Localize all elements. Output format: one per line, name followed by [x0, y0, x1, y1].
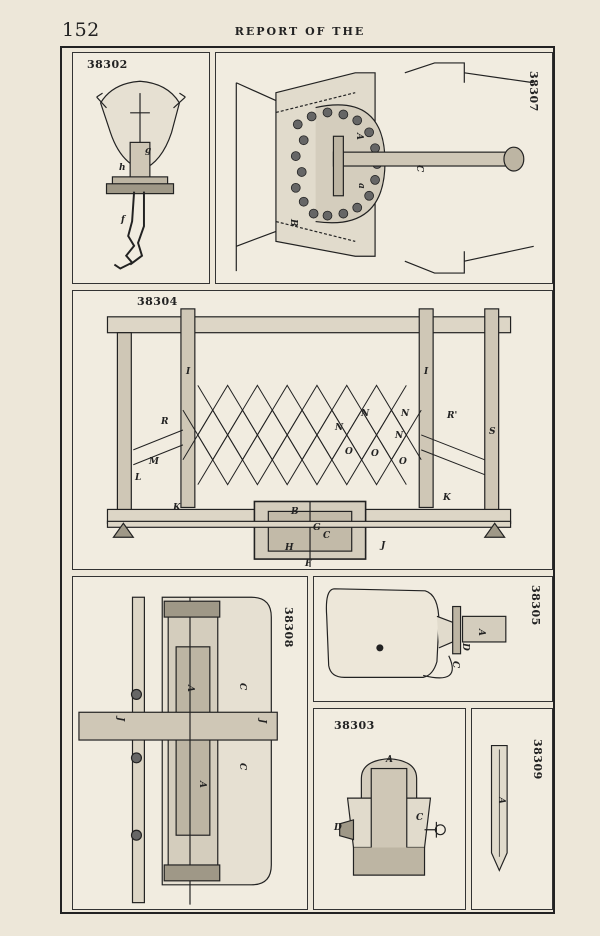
figure-38304-label-B: B — [291, 507, 299, 517]
figure-38304-label-H: H — [285, 543, 294, 553]
figure-38304-label-S: S — [489, 427, 496, 437]
figure-38304-label-N4: N — [395, 431, 404, 441]
figure-38304-panel: 38304 I I R R' N N N N O O O M L S K K B… — [72, 290, 553, 570]
figure-38304-drawing — [106, 308, 512, 568]
figure-38308-label-A-bottom: A — [197, 781, 207, 788]
running-head: REPORT OF THE — [234, 25, 366, 38]
figure-38307-drawing — [235, 62, 534, 274]
figure-38304-label-G: G — [313, 523, 321, 533]
figure-38307-label-a: a — [356, 183, 366, 189]
figure-38307-number: 38307 — [527, 71, 540, 112]
figure-38308-drawing — [78, 596, 278, 905]
figure-38302-panel: 38302 g h f — [72, 52, 210, 284]
figure-38302-label-g: g — [145, 146, 152, 156]
figure-38309-panel: 38309 A — [471, 708, 553, 910]
figure-38304-label-F: F — [305, 559, 312, 569]
figure-38308-label-J-right: J — [257, 719, 267, 724]
figure-38304-label-O2: O — [371, 449, 379, 459]
figure-38303-label-C: C — [416, 813, 424, 823]
figure-38304-label-L: L — [135, 473, 142, 483]
figure-38302-label-h: h — [119, 163, 126, 173]
figure-38305-number: 38305 — [529, 585, 542, 626]
figure-38305-panel: 38305 A D C — [313, 576, 553, 702]
figure-38304-label-I-left: I — [186, 367, 191, 377]
figure-38304-label-O1: O — [345, 447, 353, 457]
figure-38307-panel: 38307 A a C B — [215, 52, 553, 284]
figure-38305-label-C: C — [450, 661, 460, 669]
figure-38304-label-R: R — [161, 417, 169, 427]
figure-38308-panel: 38308 C C A A J J — [72, 576, 308, 910]
figure-38307-label-B: B — [288, 219, 298, 227]
page-number: 152 — [62, 19, 100, 41]
figure-38304-label-M: M — [149, 457, 159, 467]
figure-38304-label-R-prime: R' — [447, 411, 458, 421]
figure-38304-label-C: C — [323, 531, 331, 541]
figure-38309-number: 38309 — [531, 739, 544, 780]
figure-38308-label-A-top: A — [185, 685, 195, 692]
figure-38304-label-K-left: K — [173, 503, 181, 513]
figure-38303-drawing — [339, 758, 446, 876]
figure-38308-label-C-top: C — [237, 683, 247, 691]
figure-38305-label-A: A — [476, 629, 486, 636]
figure-38308-number: 38308 — [282, 607, 295, 648]
figure-38309-label-A: A — [496, 797, 506, 804]
figure-38304-label-K-right: K — [443, 493, 451, 503]
figure-38304-number: 38304 — [137, 295, 178, 308]
figure-38309-drawing — [490, 745, 508, 872]
figure-38305-label-D: D — [460, 643, 470, 651]
figure-38303-label-D: D — [334, 823, 342, 833]
figure-38302-drawing — [96, 80, 186, 270]
figure-38302-label-f: f — [121, 215, 125, 225]
figure-38303-panel: 38303 A D C — [313, 708, 466, 910]
figure-38304-label-N2: N — [401, 409, 410, 419]
figure-38304-label-N1: N — [361, 409, 370, 419]
figure-38304-label-J: J — [381, 541, 386, 551]
figure-38307-label-A: A — [354, 133, 364, 140]
figure-38307-label-C: C — [414, 165, 424, 173]
figure-38305-drawing — [325, 588, 507, 679]
figure-38302-number: 38302 — [87, 58, 128, 71]
figure-38308-label-J-left: J — [115, 717, 125, 722]
figure-38303-label-A: A — [386, 755, 393, 765]
figure-38304-label-O3: O — [399, 457, 407, 467]
figure-38304-label-N3: N — [335, 423, 344, 433]
patent-plate-frame — [60, 46, 555, 914]
figure-38303-number: 38303 — [334, 719, 375, 732]
figure-38304-label-I-right: I — [424, 367, 429, 377]
figure-38308-label-C-bottom: C — [237, 763, 247, 771]
